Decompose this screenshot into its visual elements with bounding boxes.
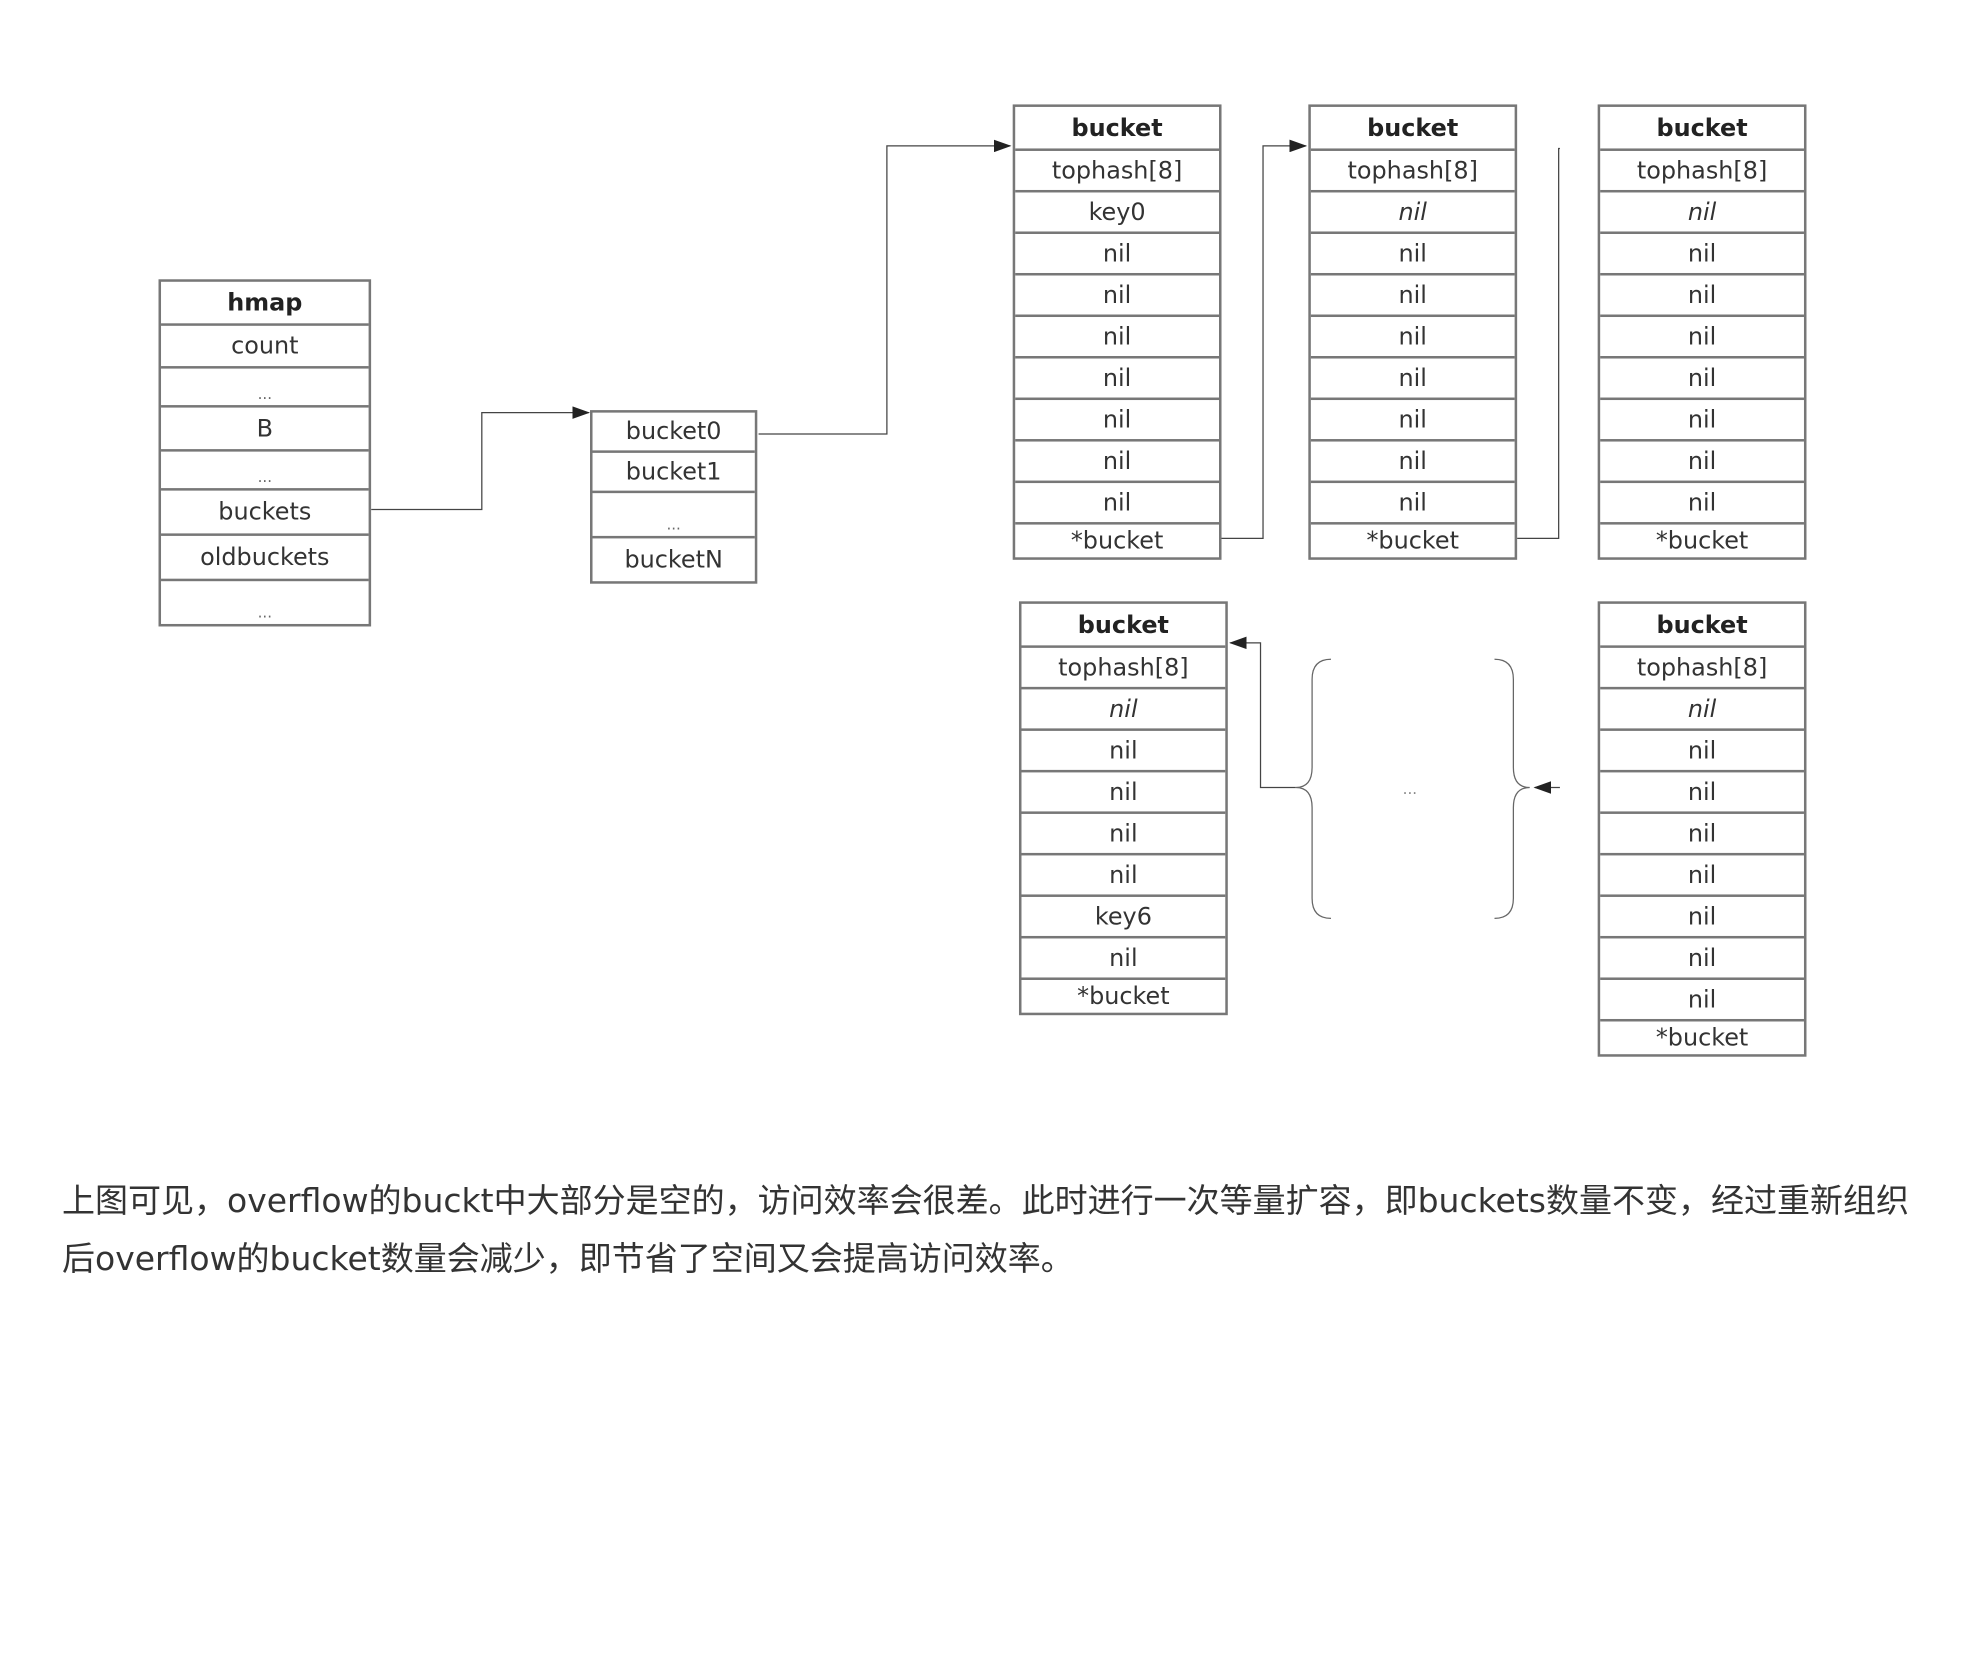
bucket-row: nil — [1600, 272, 1804, 315]
bucket-overflow-pointer: *bucket — [1600, 522, 1804, 557]
arrow-bucket-b-to-c — [1515, 147, 1560, 540]
bucket-a: bucket tophash[8] key0 nil nil nil nil n… — [1012, 104, 1222, 560]
hmap-field-ellipsis: ... — [161, 578, 369, 624]
arrow-hmap-to-array — [371, 406, 591, 511]
bucket-row: nil — [1021, 769, 1226, 812]
bucket-array: bucket0 bucket1 ... bucketN — [590, 410, 758, 584]
bucket-row: nil — [1310, 439, 1515, 481]
bucket-array-item: bucketN — [592, 535, 755, 581]
bucket-row: nil — [1600, 894, 1804, 936]
bucket-row: nil — [1021, 935, 1226, 978]
bucket-row: nil — [1015, 397, 1220, 440]
hmap-field-count: count — [161, 323, 369, 366]
bucket-row: tophash[8] — [1600, 148, 1804, 190]
bucket-row: nil — [1021, 728, 1226, 770]
bucket-title: bucket — [1367, 113, 1459, 142]
bucket-row: nil — [1600, 811, 1804, 853]
left-brace — [1295, 658, 1331, 919]
arrow-array-to-bucket-a — [758, 139, 1012, 435]
omitted-buckets-ellipsis: ... — [1402, 779, 1418, 798]
bucket-row: nil — [1015, 480, 1220, 523]
bucket-row: nil — [1600, 769, 1804, 812]
bucket-row: nil — [1015, 356, 1220, 398]
bucket-row: nil — [1015, 272, 1220, 315]
bucket-c: bucket tophash[8] nil nil nil nil nil ni… — [1597, 104, 1807, 560]
bucket-row: nil — [1600, 852, 1804, 895]
right-brace — [1494, 658, 1530, 919]
bucket-row: tophash[8] — [1021, 645, 1226, 687]
bucket-row: tophash[8] — [1310, 148, 1515, 190]
bucket-row: key6 — [1021, 894, 1226, 936]
bucket-title: bucket — [1656, 610, 1748, 639]
bucket-array-item: ... — [592, 490, 755, 536]
bucket-row: nil — [1310, 189, 1515, 232]
bucket-d: bucket tophash[8] nil nil nil nil nil ke… — [1018, 601, 1228, 1016]
bucket-row: nil — [1600, 439, 1804, 481]
bucket-e: bucket tophash[8] nil nil nil nil nil ni… — [1597, 601, 1807, 1057]
caption-paragraph: 上图可见，overflow的buckt中大部分是空的，访问效率会很差。此时进行一… — [62, 1181, 1909, 1278]
bucket-overflow-pointer: *bucket — [1600, 1018, 1804, 1054]
hmap-field-ellipsis: ... — [161, 449, 369, 488]
bucket-array-item: bucket1 — [592, 450, 755, 490]
bucket-title: bucket — [1077, 610, 1169, 639]
bucket-row: nil — [1310, 356, 1515, 398]
hmap-field-oldbuckets: oldbuckets — [161, 533, 369, 578]
bucket-row: tophash[8] — [1600, 645, 1804, 687]
hmap-field-ellipsis: ... — [161, 366, 369, 405]
bucket-row: nil — [1600, 935, 1804, 978]
bucket-row: nil — [1310, 480, 1515, 523]
bucket-overflow-pointer: *bucket — [1021, 977, 1226, 1012]
bucket-row: nil — [1600, 397, 1804, 440]
bucket-row: nil — [1600, 314, 1804, 357]
bucket-row: nil — [1600, 480, 1804, 523]
arrow-bucket-a-to-b — [1220, 139, 1308, 540]
bucket-row: nil — [1310, 397, 1515, 440]
bucket-title: bucket — [1656, 113, 1748, 142]
bucket-row: nil — [1600, 728, 1804, 770]
bucket-row: nil — [1600, 356, 1804, 398]
bucket-row: nil — [1021, 852, 1226, 895]
bucket-b: bucket tophash[8] nil nil nil nil nil ni… — [1308, 104, 1518, 560]
bucket-row: nil — [1021, 686, 1226, 729]
arrow-bucket-e-to-gap — [1533, 781, 1560, 794]
bucket-row: key0 — [1015, 189, 1220, 232]
bucket-overflow-pointer: *bucket — [1310, 522, 1515, 557]
bucket-overflow-pointer: *bucket — [1015, 522, 1220, 557]
connector-lines — [371, 139, 1560, 919]
bucket-row: nil — [1600, 189, 1804, 232]
bucket-array-item: bucket0 — [625, 417, 722, 446]
bucket-row: nil — [1310, 314, 1515, 357]
bucket-row: nil — [1015, 314, 1220, 357]
bucket-row: tophash[8] — [1015, 148, 1220, 190]
hmap-struct: hmap count ... B ... buckets oldbuckets … — [158, 279, 372, 627]
bucket-row: nil — [1600, 686, 1804, 729]
bucket-row: nil — [1600, 231, 1804, 273]
bucket-row: nil — [1021, 811, 1226, 853]
hmap-title: hmap — [227, 288, 303, 317]
bucket-title: bucket — [1071, 113, 1163, 142]
bucket-row: nil — [1015, 439, 1220, 481]
bucket-row: nil — [1310, 231, 1515, 273]
bucket-row: nil — [1015, 231, 1220, 273]
hmap-field-buckets: buckets — [161, 488, 369, 533]
arrow-gap-to-bucket-d — [1229, 636, 1296, 789]
bucket-row: nil — [1310, 272, 1515, 315]
bucket-row: nil — [1600, 977, 1804, 1019]
hmap-field-b: B — [161, 405, 369, 449]
